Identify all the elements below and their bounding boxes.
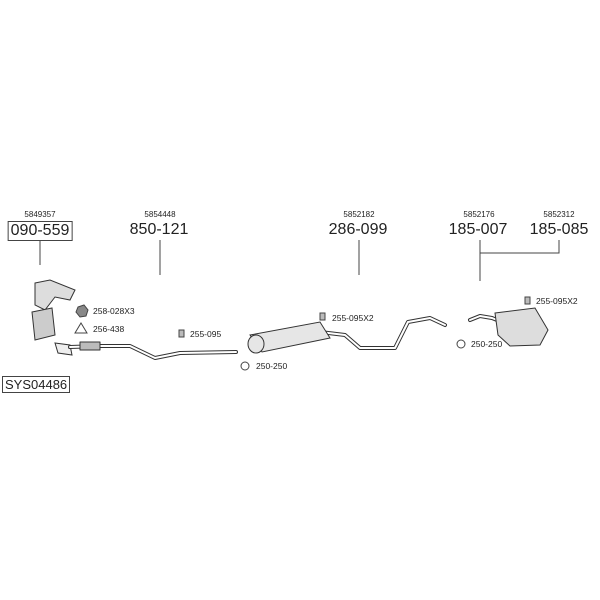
rear-silencer-shape	[494, 307, 549, 347]
rubber-mount-icon	[178, 329, 185, 338]
part-number-185-007[interactable]: 185-007	[448, 221, 508, 238]
oem-number: 5849357	[24, 210, 56, 219]
accessory-label[interactable]: 256-438	[93, 324, 125, 334]
oem-number: 5852182	[343, 210, 375, 219]
accessory-label[interactable]: 255-095X2	[536, 296, 578, 306]
accessory-label[interactable]: 250-250	[256, 361, 288, 371]
oem-number: 5852312	[543, 210, 575, 219]
nut-icon	[75, 304, 89, 318]
leader-bracket	[480, 240, 560, 254]
clamp-icon	[240, 361, 250, 371]
part-number-286-099[interactable]: 286-099	[328, 221, 388, 238]
accessory-label[interactable]: 255-095	[190, 329, 222, 339]
accessory-label[interactable]: 258-028X3	[93, 306, 135, 316]
manifold-catalyst-shape	[31, 279, 76, 356]
rubber-mount-icon	[524, 296, 531, 305]
part-number-090-559[interactable]: 090-559	[7, 221, 73, 241]
accessory-label[interactable]: 250-250	[471, 339, 503, 349]
oem-number: 5852176	[463, 210, 495, 219]
gasket-icon	[74, 322, 88, 334]
part-number-185-085[interactable]: 185-085	[529, 221, 589, 238]
clamp-icon	[456, 339, 466, 349]
flex-pipe-shape	[79, 341, 101, 351]
system-code: SYS04486	[2, 376, 71, 393]
accessory-label[interactable]: 255-095X2	[332, 313, 374, 323]
rubber-mount-icon	[319, 312, 326, 321]
oem-number: 5854448	[144, 210, 176, 219]
part-number-850-121[interactable]: 850-121	[129, 221, 189, 238]
